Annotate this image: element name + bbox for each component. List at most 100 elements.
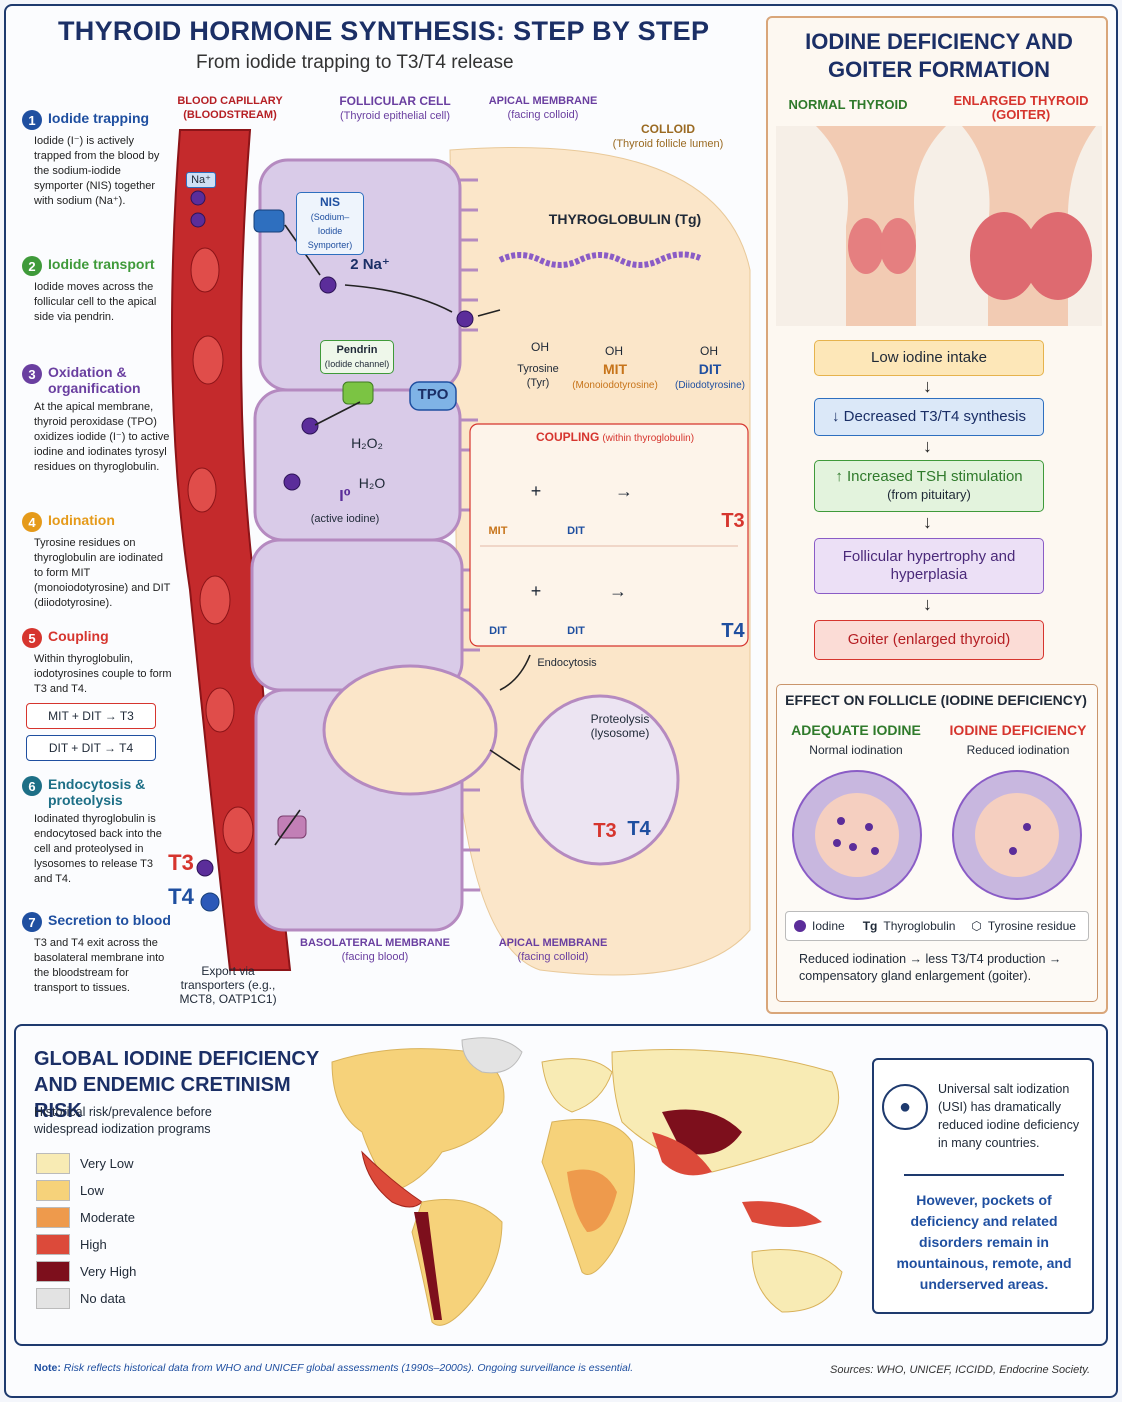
follicle-legend: Iodine Tg Thyroglobulin ⬡ Tyrosine resid… (785, 911, 1089, 941)
step-4-number: 4 (22, 512, 42, 532)
global-subtitle: Historical risk/prevalence before widesp… (34, 1105, 212, 1136)
step-5-text: Within thyroglobulin, iodotyrosines coup… (34, 653, 172, 695)
apical-membrane-bottom-subtitle: (facing colloid) (517, 951, 589, 963)
step-5-title: Coupling (48, 628, 109, 644)
active-iodine-label: (active iodine) (310, 513, 380, 525)
flow-decreased-synthesis: ↓ Decreased T3/T4 synthesis (814, 398, 1044, 436)
tyr-oh-label: OH (531, 340, 549, 354)
apical-membrane-bottom-title: APICAL MEMBRANE (498, 937, 608, 949)
usi-divider (904, 1174, 1064, 1176)
step-3-number: 3 (22, 364, 42, 384)
follicle-diagram (171, 129, 751, 976)
proteolysis-label: Proteolysis (lysosome) (580, 712, 660, 740)
legend-iodine: Iodine (812, 919, 845, 933)
legend-very-low: Very Low (36, 1150, 136, 1177)
export-transporter (277, 815, 307, 839)
usi-callout: ● Universal salt iodization (USI) has dr… (872, 1058, 1094, 1314)
flow-arrow-3: ↓ (923, 512, 932, 532)
legend-very-high: Very High (36, 1258, 136, 1285)
endocytic-vesicle (322, 664, 498, 796)
export-transporters-label: Export via transporters (e.g., MCT8, OAT… (179, 964, 277, 1006)
lysosome-subtitle: (lysosome) (590, 726, 650, 740)
australia (751, 1249, 843, 1313)
flow-tsh-stimulation: ↑ Increased TSH stimulation (from pituit… (814, 460, 1044, 512)
apical-membrane-top-title: APICAL MEMBRANE (488, 95, 598, 107)
coupling-t4-label: T4 (721, 620, 745, 642)
lysosome-t3-label: T3 (593, 820, 617, 842)
blood-t4-label: T4 (168, 884, 194, 909)
nis-title: NIS (319, 195, 340, 209)
step-4-text: Tyrosine residues on thyroglobulin are i… (34, 537, 171, 609)
blood-capillary-label: BLOOD CAPILLARY (BLOODSTREAM) (177, 95, 283, 121)
deficiency-note: Reduced iodination → less T3/T4 producti… (799, 952, 1062, 983)
swatch-low (36, 1180, 70, 1201)
world-map (331, 1037, 843, 1326)
colloid-subtitle: (Thyroid follicle lumen) (612, 138, 724, 150)
apical-membrane-bottom-label: APICAL MEMBRANE (facing colloid) (488, 936, 618, 964)
coupling-dit-label-3: DIT (567, 625, 585, 637)
step-7-title: Secretion to blood (48, 912, 171, 928)
step-7-text: T3 and T4 exit across the basolateral me… (34, 937, 165, 994)
tyrosine-label: Tyrosine (Tyr) (508, 362, 568, 390)
step-1: 1 Iodide trapping Iodide (I⁻) is activel… (22, 110, 172, 209)
step-6-number: 6 (22, 776, 42, 796)
basolateral-membrane-title: BASOLATERAL MEMBRANE (300, 937, 450, 949)
dit-dit-equation: DIT + DIT → T4 (26, 735, 156, 761)
step-4-title: Iodination (48, 512, 115, 528)
global-title: GLOBAL IODINE DEFICIENCY AND ENDEMIC CRE… (34, 1048, 319, 1122)
thyroglobulin-label: THYROGLOBULIN (Tg) (548, 211, 702, 227)
thyroglobulin-chain (498, 251, 702, 268)
legend-high-label: High (80, 1237, 107, 1252)
step-1-text: Iodide (I⁻) is actively trapped from the… (34, 135, 160, 207)
step-2-number: 2 (22, 256, 42, 276)
coupling-mit-label: MIT (488, 525, 508, 537)
step-2: 2 Iodide transport Iodide moves across t… (22, 256, 172, 325)
legend-thyroglobulin: Thyroglobulin (883, 919, 956, 933)
flow-arrow-2: ↓ (923, 436, 932, 456)
coupling-plus-1: + (530, 481, 542, 501)
apical-membrane-top-subtitle: (facing colloid) (507, 109, 579, 121)
coupling-dit-label-2: DIT (489, 625, 507, 637)
legend-tyrosine: Tyrosine residue (987, 919, 1076, 933)
adequate-iodine-label: ADEQUATE IODINE (791, 722, 921, 738)
colloid-label: COLLOID (Thyroid follicle lumen) (600, 122, 736, 151)
step-6-title: Endocytosis & proteolysis (48, 776, 146, 808)
step-2-title: Iodide transport (48, 256, 155, 272)
flow-arrow-4: ↓ (923, 594, 932, 614)
step-6-text: Iodinated thyroglobulin is endocytosed b… (34, 813, 162, 885)
map-legend: Very Low Low Moderate High Very High No … (36, 1150, 136, 1312)
flow-goiter: Goiter (enlarged thyroid) (814, 620, 1044, 660)
basolateral-membrane-label: BASOLATERAL MEMBRANE (facing blood) (300, 936, 450, 964)
h2o-label: H₂O (358, 475, 386, 491)
lysosome-t4-label: T4 (627, 818, 651, 840)
iodine-deficiency-label: IODINE DEFICIENCY (949, 722, 1087, 738)
enlarged-thyroid-label: ENLARGED THYROID (GOITER) (953, 93, 1089, 122)
step-5-number: 5 (22, 628, 42, 648)
coupling-subtitle: (within thyroglobulin) (602, 433, 695, 444)
pendrin-title: Pendrin (336, 344, 378, 356)
south-asia (652, 1132, 712, 1176)
footer-note: Note: Risk reflects historical data from… (34, 1362, 794, 1374)
step-3: 3 Oxidation & organification At the apic… (22, 364, 172, 475)
proteolysis-title: Proteolysis (590, 712, 650, 726)
iodine-deficiency-panel: IODINE DEFICIENCY AND GOITER FORMATION N… (766, 16, 1108, 1014)
footer-sources: Sources: WHO, UNICEF, ICCIDD, Endocrine … (830, 1364, 1090, 1376)
flow-low-iodine: Low iodine intake (814, 340, 1044, 376)
tpo-label: TPO (417, 386, 449, 403)
coupling-arrow-2: → (609, 581, 627, 601)
basolateral-membrane-subtitle: (facing blood) (341, 951, 409, 963)
normal-thyroid-right-lobe (880, 218, 916, 274)
coupling-label: COUPLING (within thyroglobulin) (530, 430, 700, 446)
nis-label-box: NIS (Sodium–Iodide Symporter) (296, 192, 364, 255)
mit-subtitle: (Monoiodotyrosine) (572, 380, 658, 391)
flow-arrow-1: ↓ (923, 376, 932, 396)
coupling-arrow-1: → (615, 481, 633, 501)
coupling-dit-label-1: DIT (567, 525, 585, 537)
normal-thyroid-label: NORMAL THYROID (788, 97, 908, 112)
follicular-cell-subtitle: (Thyroid epithelial cell) (339, 110, 451, 122)
greenland (461, 1037, 523, 1074)
t4-molecule (200, 892, 220, 912)
step-7: 7 Secretion to blood T3 and T4 exit acro… (22, 912, 172, 996)
normal-thyroid-left-lobe (848, 218, 884, 274)
pendrin-label-box: Pendrin (Iodide channel) (320, 340, 394, 374)
